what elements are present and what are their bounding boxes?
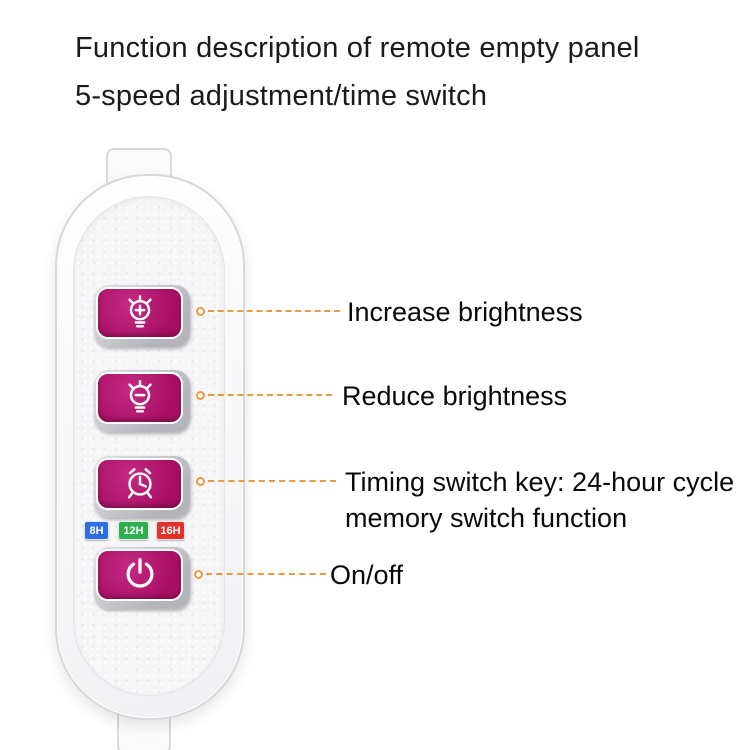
callout-line: [208, 310, 340, 312]
callout-label: On/off: [330, 560, 404, 590]
callout-dot: [196, 391, 205, 400]
callout-line: [206, 573, 326, 575]
power-button-face: [96, 549, 183, 601]
title-line-2: 5-speed adjustment/time switch: [75, 80, 488, 112]
callout-label: Increase brightness: [347, 297, 583, 327]
callout-dot: [196, 477, 205, 486]
increase-brightness-button: [94, 285, 190, 347]
callout-label: Reduce brightness: [342, 381, 568, 411]
timing-switch-face: [96, 458, 183, 510]
alarm-clock-icon: [121, 464, 159, 504]
title-line-1: Function description of remote empty pan…: [75, 32, 640, 64]
power-icon: [121, 556, 159, 594]
callout-dot: [194, 570, 203, 579]
timer-badge-12h: 12H: [118, 521, 149, 540]
power-button: [94, 547, 190, 609]
remote-face: [73, 196, 225, 696]
timer-badge-16h: 16H: [156, 521, 185, 540]
timer-badge-8h: 8H: [84, 521, 109, 540]
brightness-up-icon: [121, 293, 159, 333]
increase-brightness-face: [96, 287, 183, 339]
page-title: Function description of remote empty pan…: [75, 24, 640, 120]
brightness-down-icon: [121, 378, 159, 418]
callout-label: Timing switch key: 24-hour cycle memory …: [345, 467, 735, 533]
callout-dot: [196, 307, 205, 316]
callout-line: [208, 480, 336, 482]
remote-body: [55, 174, 245, 720]
reduce-brightness-face: [96, 372, 183, 424]
timing-switch-button: [94, 456, 190, 518]
callout-line: [208, 394, 332, 396]
reduce-brightness-button: [94, 370, 190, 432]
